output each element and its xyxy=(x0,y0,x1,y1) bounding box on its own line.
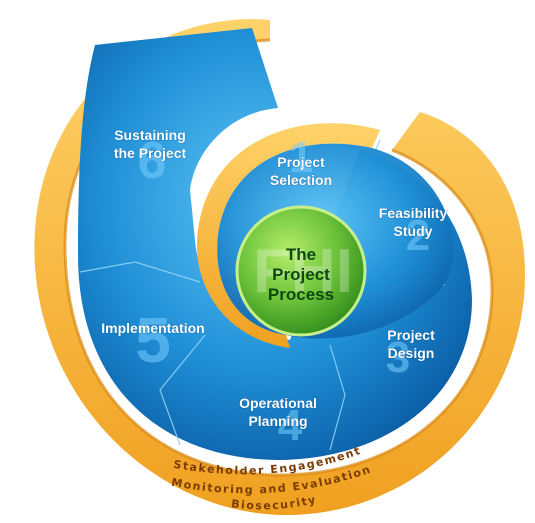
blue-body xyxy=(78,28,472,460)
outer-ring-band xyxy=(34,19,526,516)
step-6-number: 6 xyxy=(138,132,167,190)
step-1-number: 1 xyxy=(289,133,313,182)
step-4-number: 4 xyxy=(278,401,303,450)
step-3-number: 3 xyxy=(386,333,410,382)
center-watermark: FHI xyxy=(253,237,353,306)
inner-ring-band xyxy=(196,123,380,348)
step-5-label: Implementation xyxy=(101,320,204,336)
step-2-number: 2 xyxy=(406,211,430,260)
step-5-number: 5 xyxy=(135,304,171,376)
center-circle xyxy=(235,205,367,337)
